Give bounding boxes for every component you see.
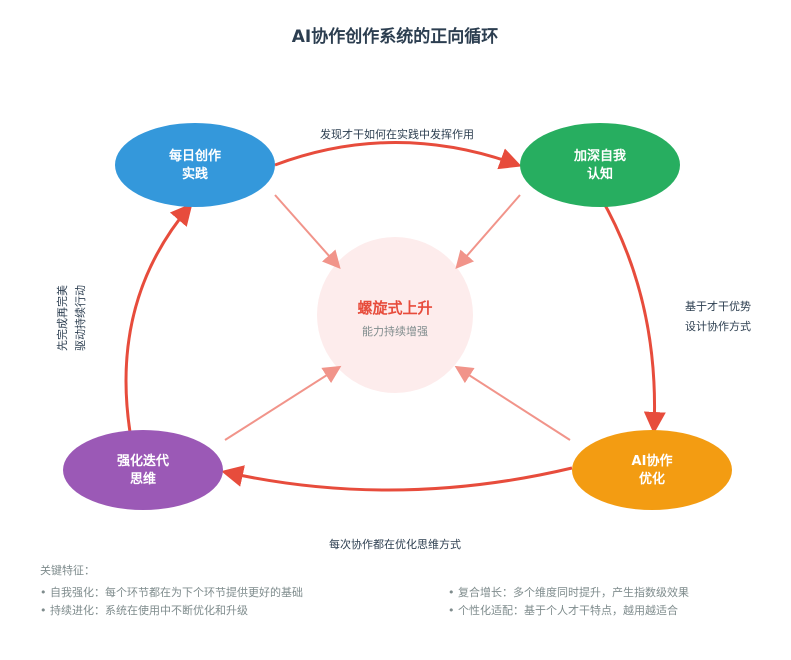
edge-label-left-line2: 驱动持续行动 (73, 285, 87, 351)
features-heading: 关键特征： (40, 564, 95, 577)
node-daily-line1: 每日创作 (169, 148, 221, 164)
spoke-arrow-thinking (224, 365, 342, 441)
node-ai-optimization (572, 430, 732, 510)
node-ai-line2: 优化 (639, 471, 665, 487)
node-self-awareness (520, 123, 680, 207)
node-thinking-line1: 强化迭代 (117, 453, 169, 469)
feature-item: • 持续进化：系统在使用中不断优化和升级 (40, 604, 248, 617)
edge-label-left-line1: 先完成再完美 (55, 285, 69, 351)
cycle-arrow-left (124, 202, 193, 433)
center-title: 螺旋式上升 (357, 299, 432, 317)
node-daily-line2: 实践 (182, 166, 208, 182)
feature-item: • 复合增长：多个维度同时提升，产生指数级效果 (448, 586, 689, 599)
edge-label-bottom: 每次协作都在优化思维方式 (329, 537, 461, 551)
spoke-arrow-daily (274, 194, 341, 269)
spoke-arrow-ai (454, 365, 571, 441)
node-ai-line1: AI协作 (632, 453, 673, 469)
node-awareness-line1: 加深自我 (573, 148, 626, 164)
edge-label-top: 发现才干如何在实践中发挥作用 (320, 127, 474, 141)
node-iterative-thinking (63, 430, 223, 510)
center-circle (317, 237, 473, 393)
key-features: 关键特征： • 自我强化：每个环节都在为下个环节提供更好的基础 • 持续进化：系… (0, 560, 791, 650)
spoke-arrow-awareness (455, 194, 521, 270)
cycle-arrow-right (598, 195, 666, 434)
center-subtitle: 能力持续增强 (362, 324, 428, 338)
feature-item: • 个性化适配：基于个人才干特点，越用越适合 (448, 604, 678, 617)
edge-label-right-line1: 基于才干优势 (685, 299, 751, 313)
node-daily-practice (115, 123, 275, 207)
cycle-arrow-bottom (221, 465, 573, 492)
node-awareness-line2: 认知 (587, 166, 613, 182)
node-thinking-line2: 思维 (130, 471, 156, 487)
cycle-arrow-top (274, 141, 522, 170)
feature-item: • 自我强化：每个环节都在为下个环节提供更好的基础 (40, 586, 303, 599)
edge-label-right-line2: 设计协作方式 (685, 319, 751, 333)
page-title: AI协作创作系统的正向循环 (292, 26, 498, 47)
